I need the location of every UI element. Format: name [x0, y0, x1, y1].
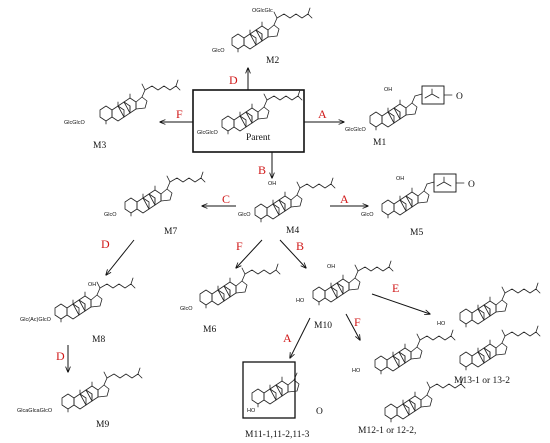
m13-structure-b — [459, 325, 541, 371]
arrow-m4-to-m6 — [236, 239, 263, 268]
m6-substituent: GlcO — [180, 306, 193, 312]
m11-label: M11-1,11-2,11-3 — [245, 430, 310, 440]
m4-hydroxyl: OH — [268, 181, 276, 187]
arrow-m10-to-m13 — [371, 293, 430, 314]
m4-label: M4 — [286, 226, 299, 236]
parent-structure — [221, 89, 303, 135]
reaction-label-m4-m10: B — [296, 239, 304, 253]
reaction-label-m10-m13: E — [392, 281, 399, 295]
reaction-label-m10-m12: F — [354, 315, 361, 329]
m10-structure — [312, 260, 394, 306]
m12-structure-b — [384, 377, 466, 423]
reaction-label-m10-m11: A — [283, 331, 292, 345]
m6-label: M6 — [203, 325, 216, 335]
reaction-label-m4-m6: F — [236, 239, 243, 253]
m8-hydroxyl: OH — [88, 282, 96, 288]
m5-hydroxyl: OH — [396, 176, 404, 182]
m11-structure — [251, 372, 300, 408]
m5-substituent: GlcO — [361, 212, 374, 218]
m7-substituent: GlcO — [104, 212, 117, 218]
reaction-label-parent-m3: F — [176, 107, 183, 121]
m10-hydroxyl: OH — [327, 264, 335, 270]
m1-hydroxyl: OH — [384, 87, 392, 93]
parent-label: Parent — [246, 133, 271, 143]
m9-substituent: GlcaGlcaGlcO — [17, 408, 53, 414]
m10-substituent: HO — [296, 298, 305, 304]
reaction-label-m4-m5: A — [340, 192, 349, 206]
m10-label: M10 — [314, 321, 332, 331]
m5-label: M5 — [410, 228, 423, 238]
reaction-label-m8-m9: D — [56, 349, 65, 363]
m13-substituent: HO — [437, 321, 446, 327]
m2-structure — [231, 7, 313, 53]
reaction-label-m7-m8: D — [101, 237, 110, 251]
m12-substituent: HO — [352, 368, 361, 374]
m13-structure-a — [459, 282, 541, 328]
m1-label: M1 — [373, 138, 386, 148]
m7-structure — [124, 171, 206, 217]
m1-structure — [369, 85, 453, 131]
reaction-label-parent-m4: B — [258, 163, 266, 177]
m12-structure-a — [374, 329, 456, 375]
m6-structure — [199, 263, 281, 309]
m2-substituent-b: GlcO — [212, 48, 225, 54]
arrow-m10-to-m11 — [290, 317, 311, 358]
arrow-m4-to-m10 — [279, 239, 306, 268]
m9-label: M9 — [96, 420, 109, 430]
m4-structure — [254, 177, 336, 223]
m5-oxygen: O — [468, 180, 475, 190]
m2-label: M2 — [266, 56, 279, 66]
arrow-m10-to-m12 — [345, 313, 360, 340]
m3-structure — [99, 79, 181, 125]
reaction-label-parent-m2: D — [229, 73, 238, 87]
m7-label: M7 — [164, 227, 177, 237]
m2-substituent-a: OGlcGlc — [252, 8, 273, 14]
reaction-label-m4-m7: C — [222, 192, 230, 206]
m8-label: M8 — [92, 335, 105, 345]
m9-structure — [61, 367, 143, 413]
arrow-m7-to-m8 — [106, 239, 135, 275]
m11-oxygen: O — [316, 407, 323, 417]
m5-structure — [381, 173, 465, 219]
m1-substituent: GlcGlcO — [345, 127, 367, 133]
m3-label: M3 — [93, 141, 106, 151]
m12-label: M12-1 or 12-2, — [358, 426, 416, 436]
m8-substituent: Glc(Ac)GlcO — [20, 317, 52, 323]
parent-substituent: GlcGlcO — [197, 130, 219, 136]
m11-box — [242, 361, 296, 419]
reaction-label-parent-m1: A — [318, 107, 327, 121]
m13-label: M13-1 or 13-2 — [454, 376, 510, 386]
m11-substituent: HO — [247, 408, 256, 414]
m3-substituent: GlcGlcO — [64, 120, 86, 126]
m4-substituent: GlcO — [238, 212, 251, 218]
m1-oxygen: O — [456, 92, 463, 102]
